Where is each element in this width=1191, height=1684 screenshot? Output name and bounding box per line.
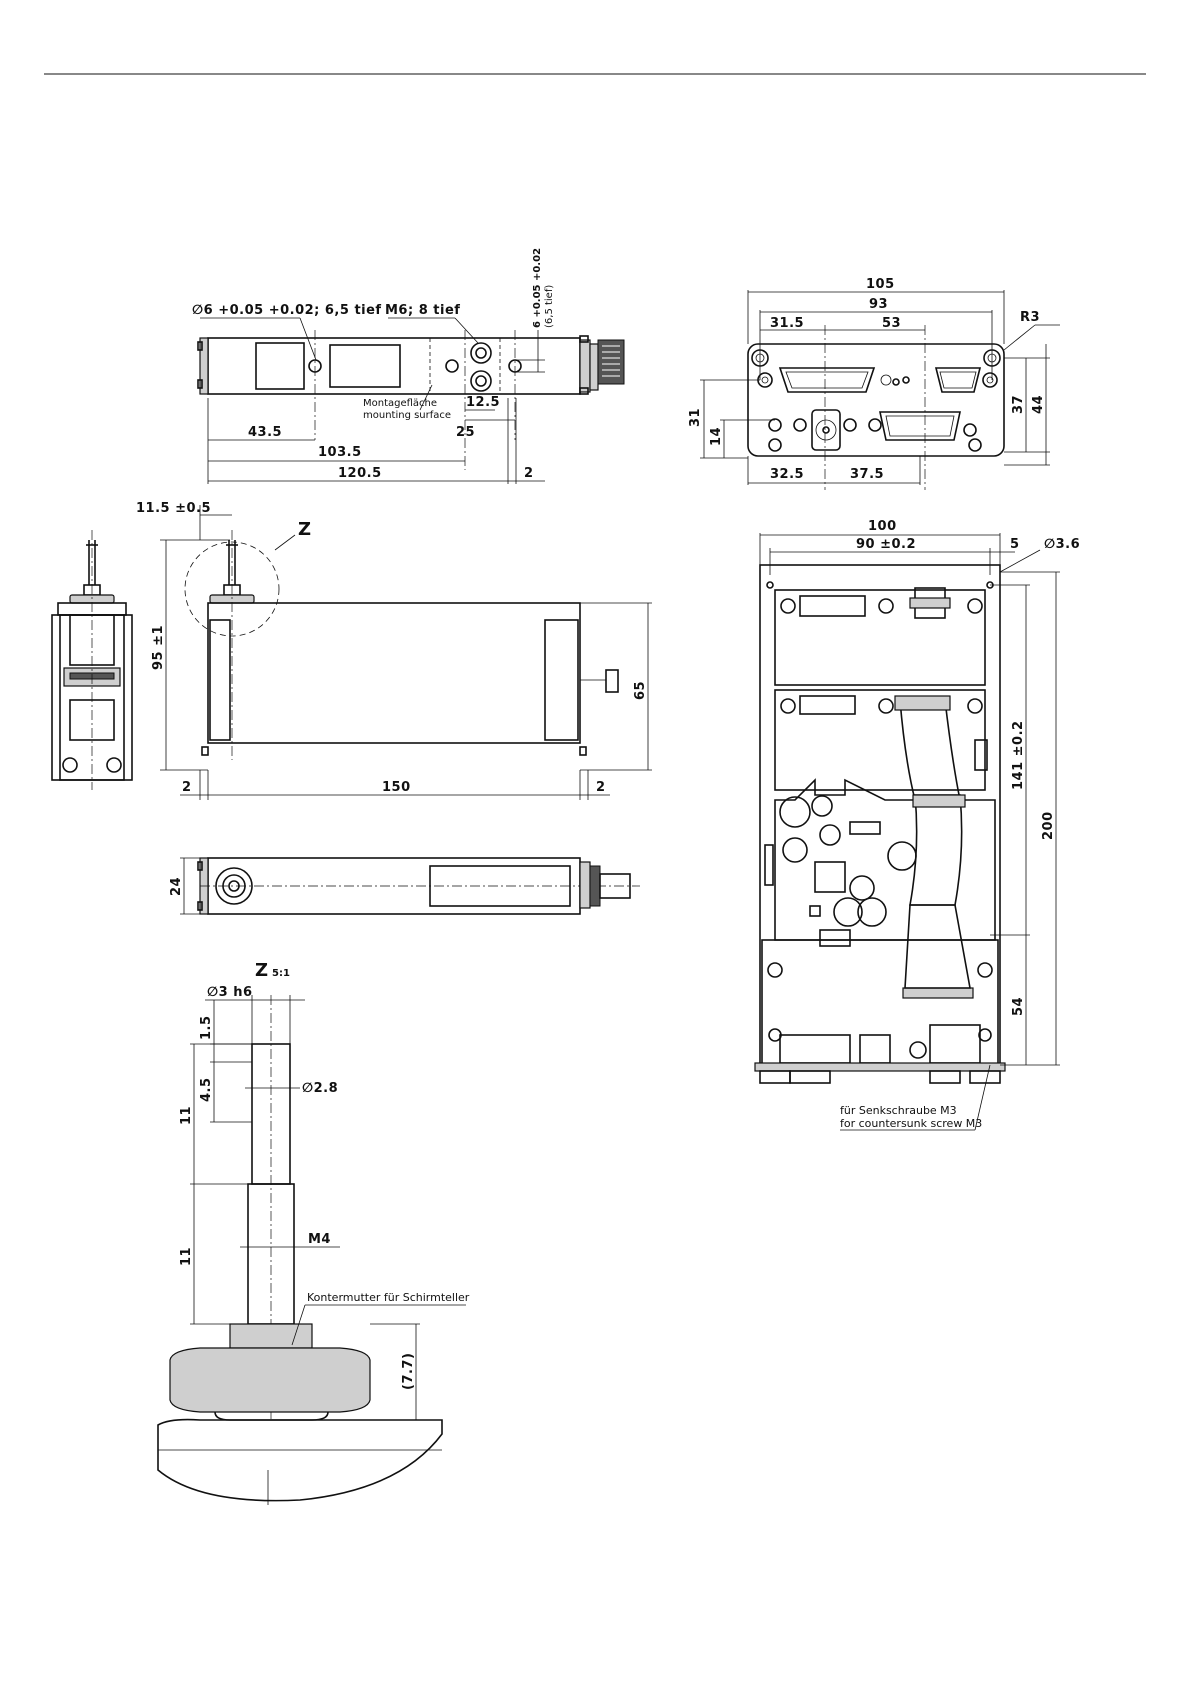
dim-103-5: 103.5 [318,445,362,460]
bottom-view: 24 [169,857,640,915]
radius-r3: R3 [1020,310,1040,325]
board-view: 100 90 ±0.2 5 ∅3.6 141 ±0.2 200 54 für S… [754,519,1080,1131]
dim-11-upper: 11 [179,1106,194,1125]
dim-2-left: 2 [182,780,192,795]
dim-3h6: ∅3 h6 [207,985,253,1000]
dim-43-5: 43.5 [248,425,282,440]
nut-label: Kontermutter für Schirmteller [307,1291,470,1304]
dim-37-5: 37.5 [850,467,884,482]
screw-label-en: for countersunk screw M3 [840,1117,982,1130]
dim-44: 44 [1031,395,1046,414]
detail-z: Z 5:1 ∅3 h6 1.5 4.5 ∅2.8 [157,960,470,1505]
dim-2-8: ∅2.8 [302,1081,338,1096]
right-hole-label: 6 +0.05 +0.02 [532,248,543,328]
dim-105: 105 [866,277,895,292]
detail-z-title: Z [255,960,268,981]
dim-5: 5 [1010,537,1020,552]
right-hole-depth: (6,5 tief) [544,285,555,328]
thread-label: M6; 8 tief [385,303,460,318]
dim-90: 90 ±0.2 [856,537,916,552]
dim-37: 37 [1011,395,1026,414]
dim-12-5: 12.5 [466,395,500,410]
dim-200: 200 [1041,811,1056,840]
dim-95: 95 ±1 [151,625,166,670]
front-view: 11.5 ±0.5 Z 95 ±1 65 2 150 2 [136,501,652,800]
dim-31: 31 [688,408,703,427]
dim-14: 14 [709,427,724,446]
dim-4-5: 4.5 [199,1077,214,1102]
dim-11-5: 11.5 ±0.5 [136,501,211,516]
top-view: ∅6 +0.05 +0.02; 6,5 tief M6; 8 tief 6 +0… [192,248,625,484]
side-view [51,530,133,790]
detail-z-scale: 5:1 [272,968,290,979]
dim-2-right: 2 [596,780,606,795]
dim-65: 65 [633,681,648,700]
thread-m4: M4 [308,1232,331,1247]
dim-25: 25 [456,425,475,440]
connector-view: 105 93 31.5 53 R3 31 14 37 44 32.5 37.5 [688,277,1060,490]
dim-53: 53 [882,316,901,331]
dim-2-top: 2 [524,466,534,481]
dim-93: 93 [869,297,888,312]
dim-3-6: ∅3.6 [1044,537,1080,552]
dim-11-lower: 11 [179,1247,194,1266]
dim-150: 150 [382,780,411,795]
bore-label: ∅6 +0.05 +0.02; 6,5 tief [192,303,382,318]
dim-100: 100 [868,519,897,534]
detail-z-marker: Z [298,519,311,540]
screw-label-de: für Senkschraube M3 [840,1104,957,1117]
dim-31-5: 31.5 [770,316,804,331]
dim-120-5: 120.5 [338,466,382,481]
mount-label-en: mounting surface [363,410,451,421]
dim-24: 24 [169,877,184,896]
dim-54: 54 [1011,997,1026,1016]
dim-141: 141 ±0.2 [1011,720,1026,790]
dim-32-5: 32.5 [770,467,804,482]
dim-7-7: (7.7) [401,1353,416,1390]
mount-label-de: Montagefläche [363,398,437,409]
dim-1-5: 1.5 [199,1015,214,1040]
